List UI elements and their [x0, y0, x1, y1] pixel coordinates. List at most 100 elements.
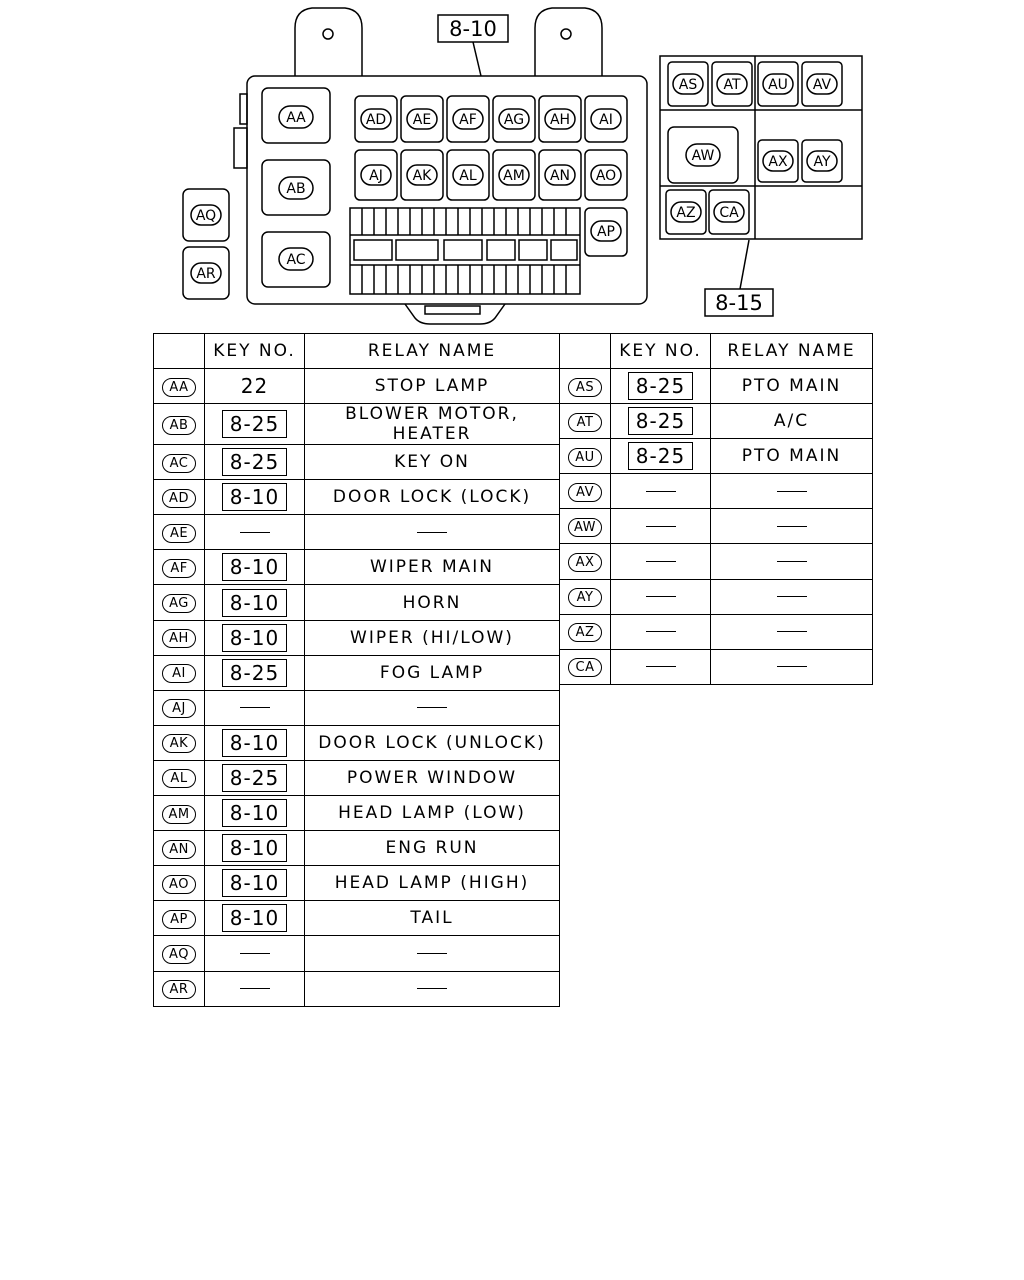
relay-label-ag: AG [498, 108, 530, 130]
relay-name-value: A/C [773, 411, 810, 432]
empty-dash [776, 666, 807, 668]
relay-label-text: AH [550, 112, 570, 128]
relay-label-ac: AC [278, 247, 314, 271]
callout-8-15-box [704, 288, 774, 317]
relay-id-tag: AR [162, 980, 196, 1000]
relay-id-cell: AV [559, 473, 611, 510]
relay-name-value: DOOR LOCK (LOCK) [332, 487, 532, 508]
key-no-value: 8-25 [627, 372, 694, 401]
relay-id-cell: AB [153, 403, 205, 446]
relay-label-af: AF [452, 108, 484, 130]
relay-name-value: KEY ON [394, 452, 470, 473]
empty-dash [417, 707, 447, 709]
empty-dash [239, 531, 270, 533]
relay-id-tag: AA [162, 377, 196, 397]
relay-name-cell: BLOWER MOTOR, HEATER [304, 403, 560, 446]
relay-name-cell: DOOR LOCK (UNLOCK) [304, 724, 560, 761]
relay-label-text: AC [286, 252, 305, 268]
relay-id-tag: AI [162, 664, 196, 684]
empty-dash [776, 525, 807, 527]
header-relay-name: RELAY NAME [304, 333, 560, 369]
callout-8-10-leader [472, 41, 482, 77]
key-no-value: 8-10 [221, 834, 288, 863]
relay-name-cell [710, 543, 873, 580]
relay-label-an: AN [544, 164, 576, 186]
key-no-value: 8-25 [221, 410, 288, 439]
relay-label-text: AS [679, 77, 698, 93]
relay-id-cell: AH [153, 619, 205, 656]
header-key-no: KEY NO. [204, 333, 305, 369]
relay-name-cell: KEY ON [304, 444, 560, 481]
relay-name-value: PTO MAIN [741, 446, 842, 467]
relay-id-tag: AW [568, 517, 602, 537]
relay-name-cell [304, 514, 560, 551]
relay-name-cell [304, 935, 560, 972]
relay-label-text: AI [599, 112, 613, 128]
empty-dash [417, 988, 447, 990]
key-no-value: 8-10 [221, 623, 288, 652]
relay-label-text: AM [503, 168, 525, 184]
relay-id-tag: AU [568, 447, 602, 467]
relay-label-ai: AI [590, 108, 622, 130]
relay-label-text: AA [286, 110, 306, 126]
relay-id-cell: AS [559, 367, 611, 405]
relay-id-tag: AD [162, 488, 196, 508]
key-no-cell [204, 935, 305, 972]
key-no-cell [204, 689, 305, 726]
table-row: AV [559, 473, 873, 510]
relay-id-cell: AG [153, 584, 205, 621]
relay-label-text: AV [813, 77, 832, 93]
relay-name-cell: STOP LAMP [304, 367, 560, 405]
relay-label-au: AU [762, 73, 794, 95]
relay-id-tag: AM [162, 804, 196, 824]
empty-dash [645, 525, 676, 527]
relay-id-cell: AA [153, 367, 205, 405]
key-no-cell: 8-10 [204, 479, 305, 516]
empty-dash [645, 666, 676, 668]
key-no-cell [204, 514, 305, 551]
relay-id-cell: AM [153, 795, 205, 832]
key-no-cell: 8-25 [204, 654, 305, 691]
key-no-cell: 8-10 [204, 900, 305, 937]
relay-label-ah: AH [544, 108, 576, 130]
relay-id-tag: AY [568, 588, 602, 608]
header-id-cell [559, 333, 611, 369]
relay-id-cell: AE [153, 514, 205, 551]
relay-id-cell: AN [153, 830, 205, 867]
relay-id-tag: AO [162, 874, 196, 894]
relay-name-cell [710, 648, 873, 685]
relay-name-cell: A/C [710, 403, 873, 440]
key-no-value: 8-25 [627, 442, 694, 471]
relay-id-cell: AY [559, 578, 611, 615]
key-no-cell: 8-10 [204, 795, 305, 832]
relay-label-text: AE [413, 112, 431, 128]
empty-dash [776, 490, 807, 492]
key-no-value: 8-25 [221, 763, 288, 792]
relay-label-text: AD [366, 112, 386, 128]
relay-name-cell [304, 970, 560, 1007]
table-header-row: KEY NO. RELAY NAME [153, 333, 560, 369]
relay-id-cell: AL [153, 759, 205, 797]
relay-id-cell: AT [559, 403, 611, 440]
relay-id-cell: AU [559, 438, 611, 475]
table-header-row: KEY NO. RELAY NAME [559, 333, 873, 369]
relay-id-tag: AF [162, 558, 196, 578]
relay-id-cell: AP [153, 900, 205, 937]
key-no-value: 8-10 [221, 588, 288, 617]
relay-label-al: AL [452, 164, 484, 186]
key-no-cell: 8-10 [204, 549, 305, 586]
relay-label-text: AX [768, 154, 788, 170]
relay-label-text: AZ [676, 205, 695, 221]
relay-label-text: AY [813, 154, 830, 170]
table-row: AD 8-10 DOOR LOCK (LOCK) [153, 479, 560, 516]
relay-id-tag: AQ [162, 944, 196, 964]
